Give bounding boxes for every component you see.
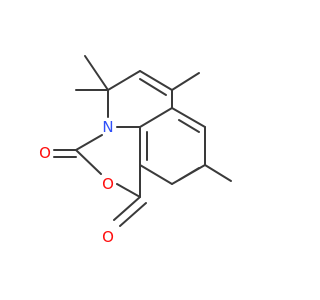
bond bbox=[171, 72, 200, 91]
ring-oxygen-label: O bbox=[102, 175, 114, 193]
bond bbox=[107, 70, 141, 91]
carbonyl-oxygen-top-label: O bbox=[39, 144, 51, 162]
carbonyl-oxygen-bottom-label: O bbox=[102, 228, 114, 246]
bond bbox=[139, 164, 173, 185]
bond bbox=[113, 196, 141, 221]
nitrogen-label: N bbox=[102, 118, 113, 136]
bond bbox=[119, 202, 147, 227]
molecule-drawing: N O O O bbox=[39, 55, 232, 246]
structure-diagram: N O O O bbox=[39, 55, 232, 246]
bond bbox=[171, 107, 206, 128]
bond-double bbox=[139, 78, 167, 96]
bond-group bbox=[53, 55, 232, 227]
bond-inner bbox=[178, 119, 200, 133]
bond bbox=[139, 70, 173, 91]
bond bbox=[84, 55, 109, 91]
bond bbox=[116, 183, 141, 198]
bond bbox=[139, 107, 173, 128]
bond-inner bbox=[178, 167, 200, 181]
bond bbox=[75, 149, 102, 175]
bond bbox=[75, 134, 103, 151]
bond bbox=[204, 164, 232, 182]
